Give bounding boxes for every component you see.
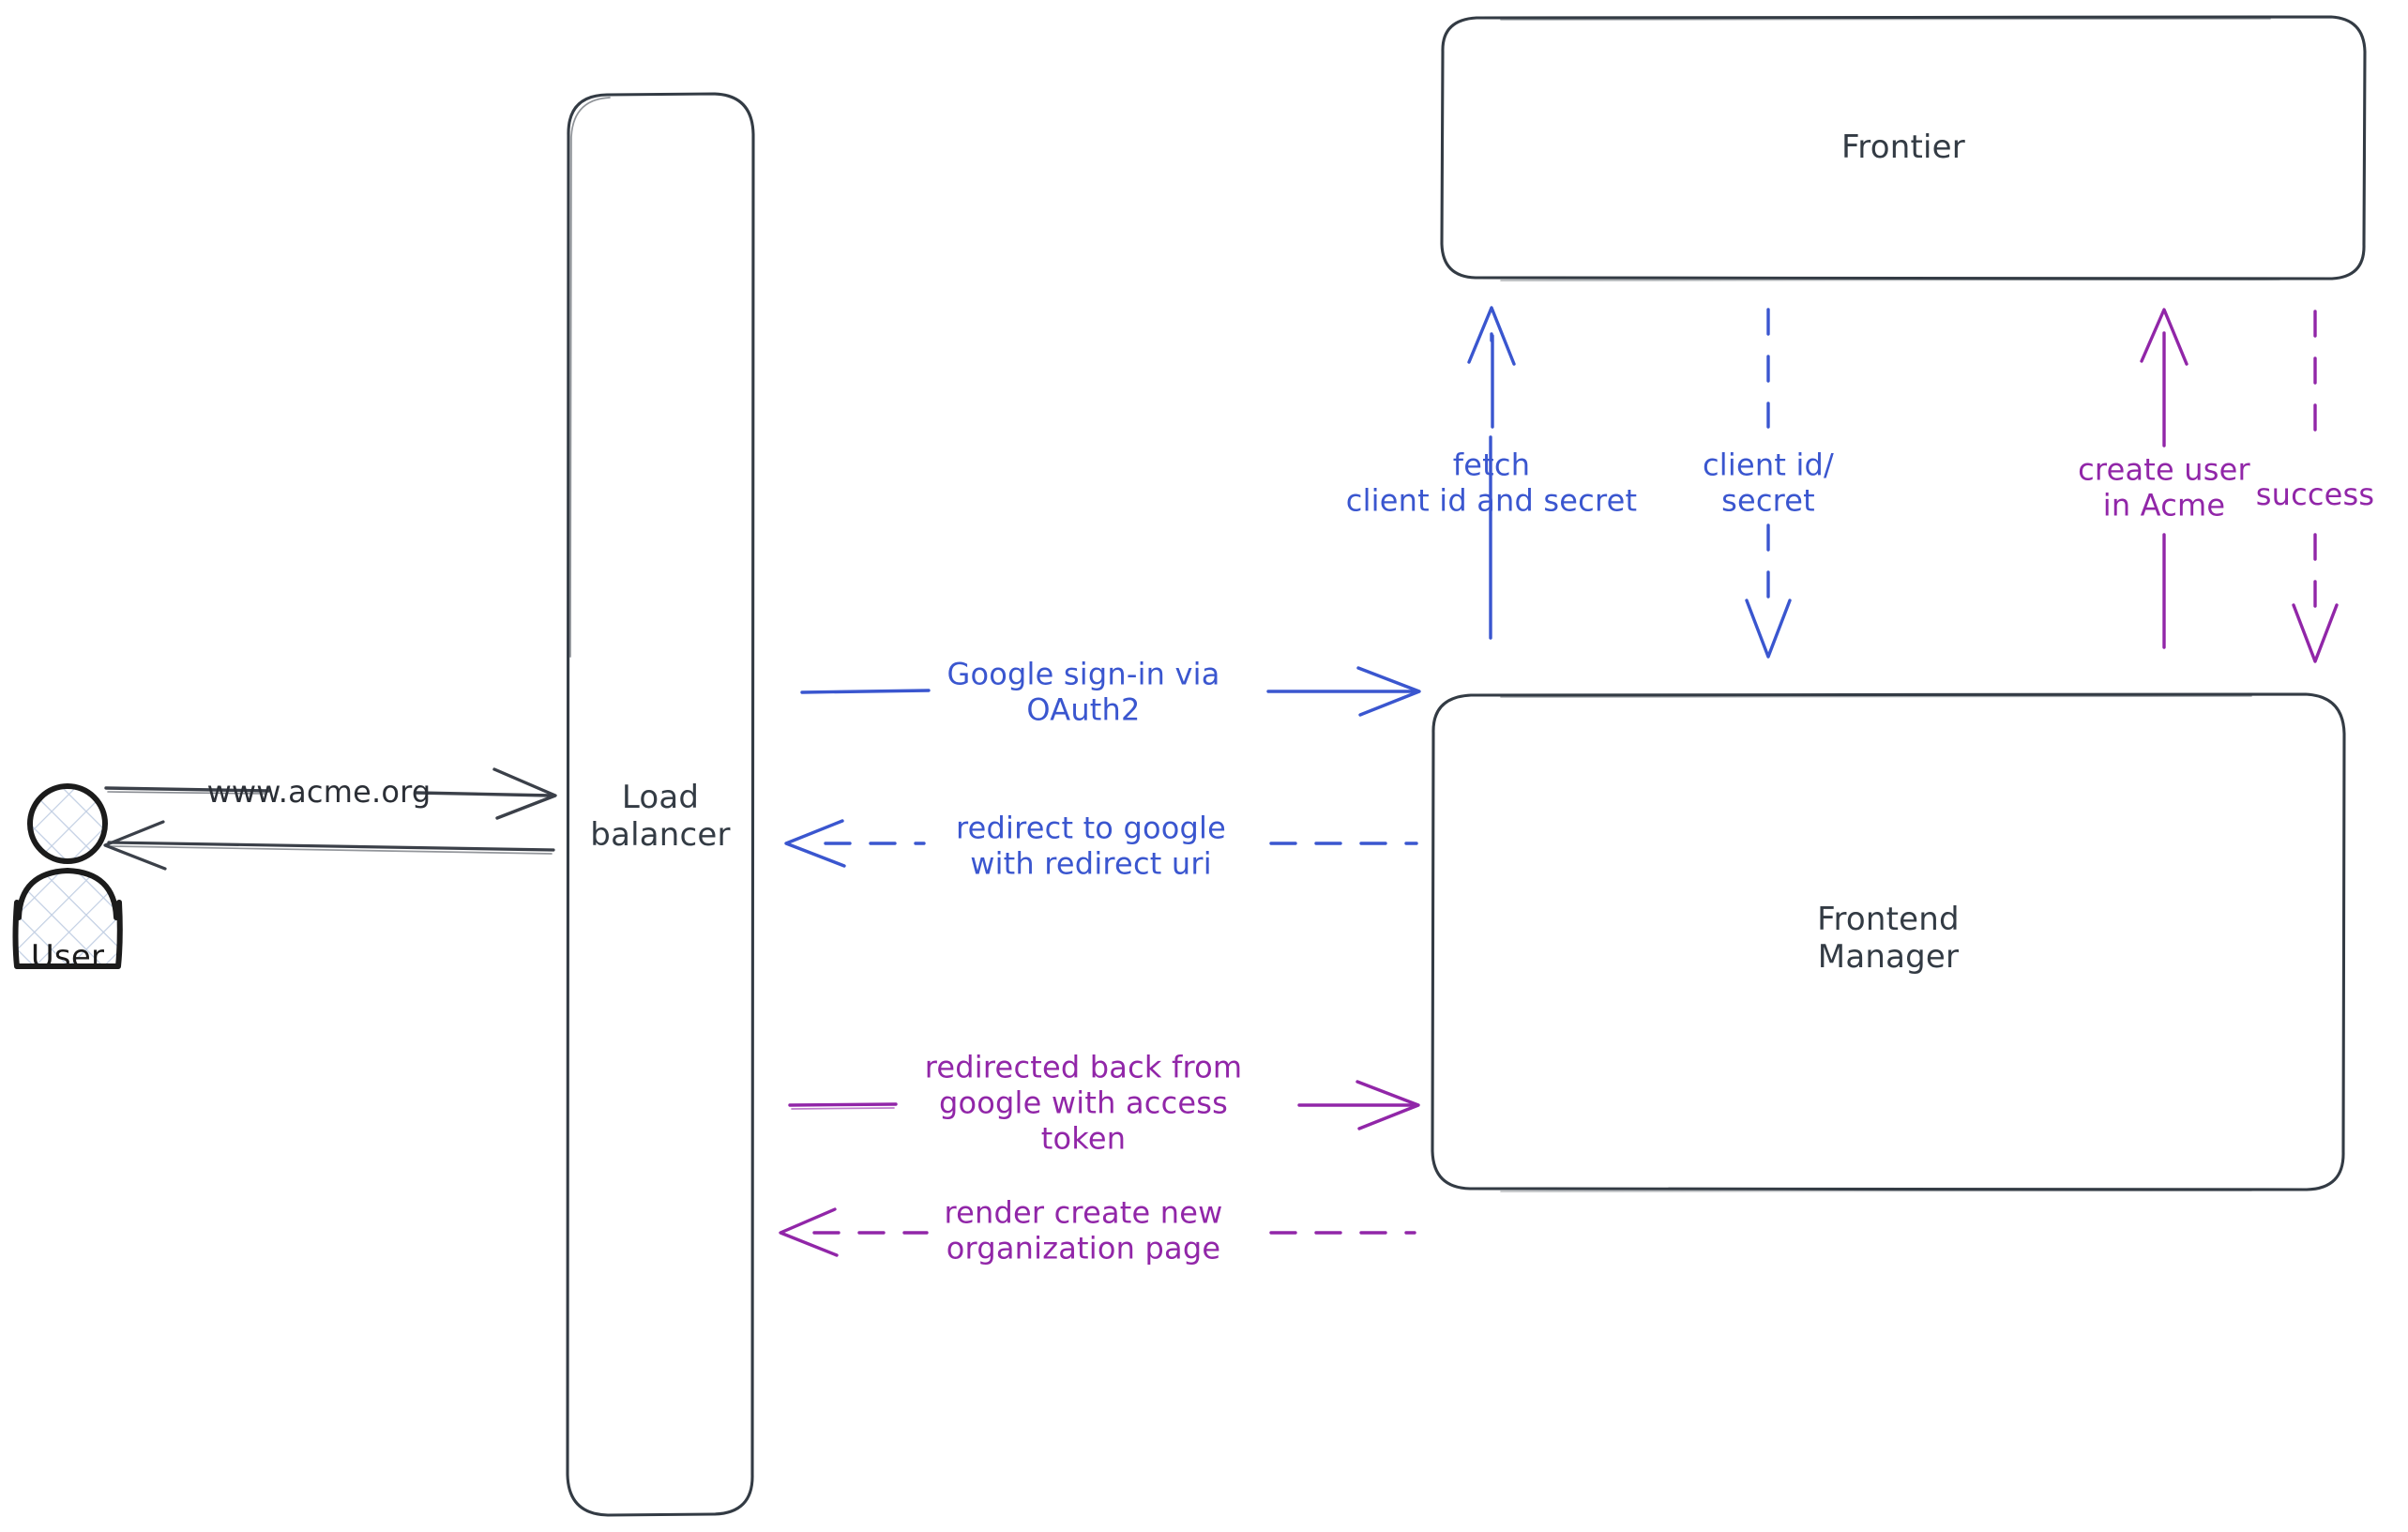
- node-frontend-manager-shape[interactable]: [1431, 692, 2346, 1192]
- edge-label-create-user-in-acme: create user in Acme: [2078, 451, 2250, 523]
- edge-label-render-create-org: render create new organization page: [944, 1194, 1223, 1266]
- node-frontend-manager-label: Frontend Manager: [1817, 900, 1960, 976]
- edge-label-success: success: [2255, 477, 2375, 513]
- edge-lb-to-user-line: [103, 820, 555, 871]
- edge-fm-to-lb-redirect-line: [784, 819, 1418, 868]
- node-frontier-shape[interactable]: [1440, 15, 2367, 281]
- edge-label-fetch-client-id-secret: fetch client id and secret: [1345, 447, 1638, 518]
- edge-label-google-signin: Google sign-in via OAuth2: [947, 656, 1220, 727]
- edge-fm-to-lb-render-line: [779, 1207, 1416, 1257]
- edge-label-redirect-to-google: redirect to google with redirect uri: [955, 810, 1227, 881]
- edge-label-redirected-back: redirected back from google with access …: [924, 1049, 1243, 1156]
- edge-frontier-to-fm-success-line: [2292, 310, 2339, 663]
- edge-lb-to-fm-token-line: [788, 1080, 1420, 1130]
- edge-user-to-lb-line: [104, 767, 557, 820]
- node-frontier-label: Frontier: [1841, 128, 1965, 166]
- node-load-balancer-shape[interactable]: [566, 92, 755, 1517]
- edge-frontier-to-fm-credentials-line: [1745, 308, 1792, 659]
- user-actor-label: User: [30, 938, 105, 976]
- edge-label-www-acme-org: www.acme.org: [206, 774, 432, 811]
- edge-fm-to-frontier-fetch-line: [1467, 306, 1516, 640]
- node-load-balancer-label: Load balancer: [590, 778, 731, 854]
- edge-fm-to-frontier-create-user-line: [2140, 308, 2188, 649]
- person-icon[interactable]: [12, 783, 123, 969]
- edge-label-client-id-secret: client id/ secret: [1702, 447, 1835, 518]
- edge-lb-to-fm-signin-line: [800, 666, 1421, 717]
